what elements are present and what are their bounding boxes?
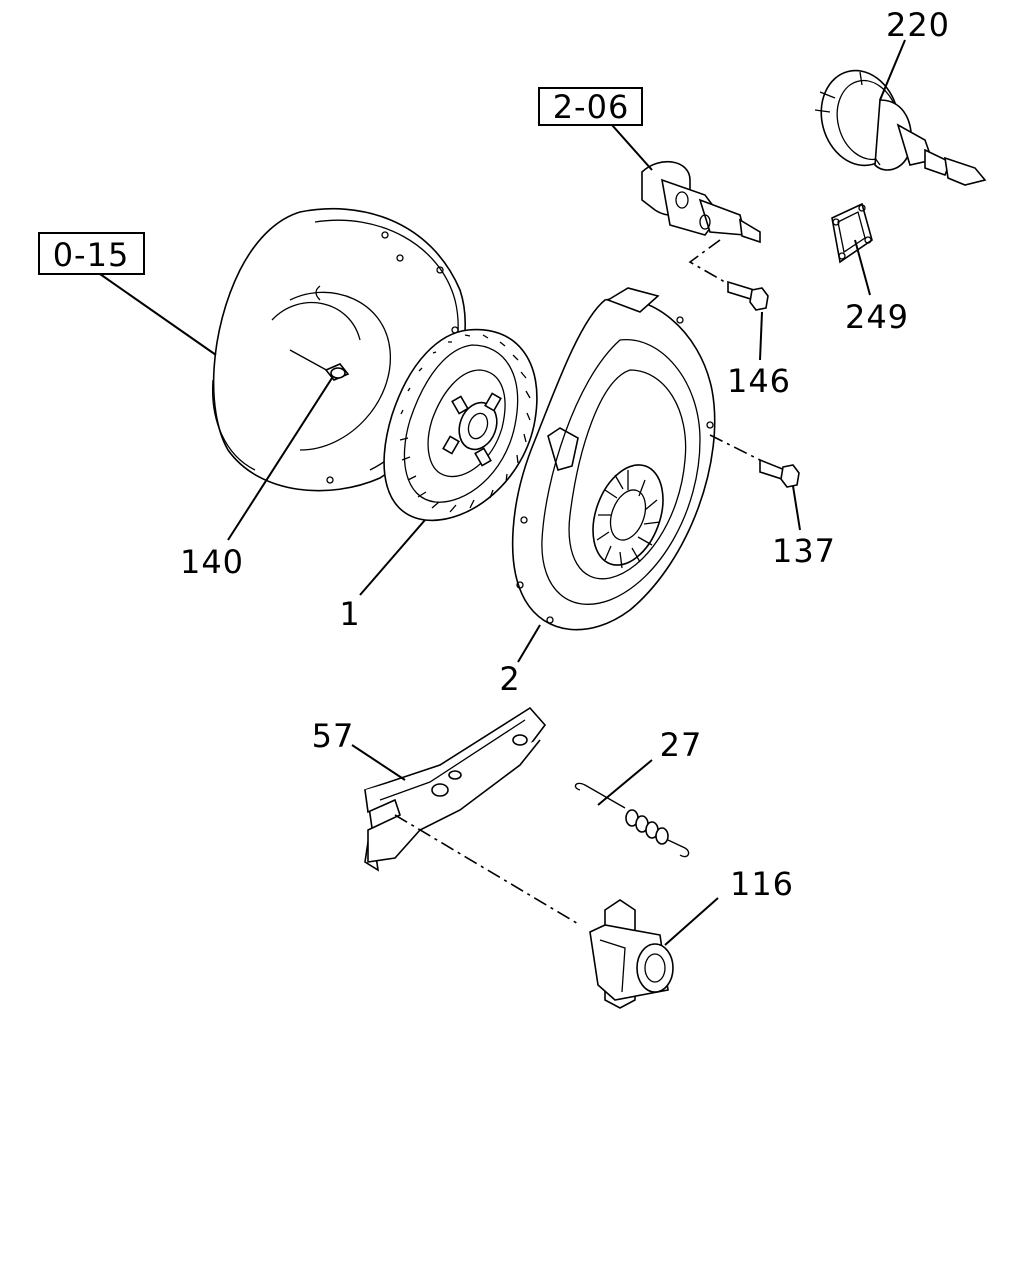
leader-116 — [664, 897, 719, 946]
disc-damper-springs — [442, 392, 502, 467]
pressure-plate — [511, 287, 716, 631]
leader-flywheel — [99, 273, 217, 356]
bolt-cover — [709, 434, 800, 488]
master-cylinder — [641, 160, 761, 244]
callout-137: 137 — [772, 532, 836, 570]
ref-box-flywheel: 0-15 — [38, 232, 145, 275]
callout-2: 2 — [499, 660, 520, 698]
leader-137 — [792, 485, 801, 531]
ref-master-cylinder-label: 2-06 — [553, 88, 630, 126]
callout-27: 27 — [660, 726, 703, 764]
callout-1: 1 — [339, 595, 360, 633]
clutch-disc — [383, 328, 538, 522]
leader-27 — [597, 759, 653, 806]
callout-57: 57 — [312, 717, 355, 755]
leader-2 — [517, 624, 541, 663]
leader-146 — [759, 311, 763, 361]
leader-57 — [351, 744, 406, 781]
dowel-pin — [289, 349, 350, 381]
bolt-cylinder — [688, 239, 769, 311]
callout-249: 249 — [845, 298, 909, 336]
leader-master-cylinder — [611, 124, 653, 171]
callout-116: 116 — [730, 865, 794, 903]
leader-249 — [854, 239, 871, 296]
gasket — [831, 202, 873, 264]
release-bearing — [589, 899, 674, 1009]
ref-box-master-cylinder: 2-06 — [538, 87, 643, 126]
ref-flywheel-label: 0-15 — [53, 236, 130, 274]
fork-to-bearing-line — [394, 814, 581, 926]
leader-1 — [359, 519, 426, 596]
callout-140: 140 — [180, 543, 244, 581]
clutch-booster — [814, 69, 987, 186]
callout-146: 146 — [727, 362, 791, 400]
release-fork — [364, 706, 547, 872]
return-spring — [574, 782, 690, 858]
callout-220: 220 — [886, 6, 950, 44]
leader-140 — [227, 377, 333, 541]
leader-220 — [879, 39, 906, 101]
